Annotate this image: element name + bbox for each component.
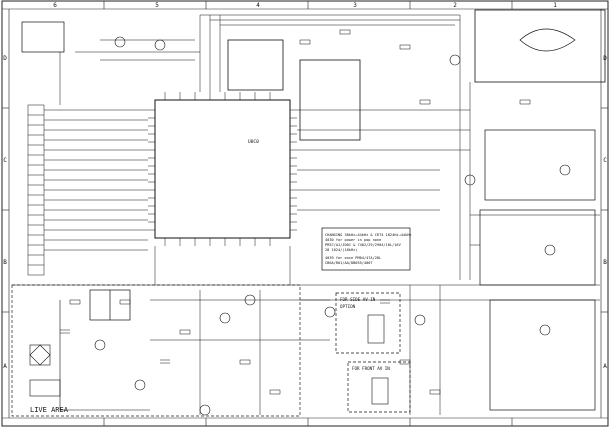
live-area-boundary bbox=[11, 284, 301, 417]
front-av-note: FOR FRONT AV IN bbox=[352, 366, 390, 371]
passive-components bbox=[60, 29, 531, 395]
column-label: 5 bbox=[155, 2, 159, 9]
column-label: 3 bbox=[353, 2, 357, 9]
left-connector bbox=[27, 104, 45, 276]
crt-socket-box bbox=[474, 9, 606, 83]
live-area-label: LIVE AREA bbox=[30, 406, 69, 414]
column-label: 1 bbox=[553, 2, 557, 9]
transistors bbox=[94, 36, 571, 416]
side-av-note-title: FOR SIDE AV IN bbox=[340, 297, 376, 302]
main-ic-label: U8C0 bbox=[248, 139, 259, 145]
lower-wiring bbox=[150, 214, 600, 415]
signal-buses bbox=[12, 14, 600, 286]
front-av-option: FOR FRONT AV IN bbox=[347, 361, 411, 413]
chassis-note-line: CHANGING 38kHz→44kHz & CRT4 1024Hz→44kHz bbox=[325, 233, 412, 237]
side-av-option: FOR SIDE AV IN OPTION bbox=[335, 292, 401, 354]
column-label: 2 bbox=[453, 2, 457, 9]
flyback-block bbox=[479, 209, 596, 286]
audio-amp-block bbox=[489, 299, 596, 411]
row-label-left: B bbox=[3, 259, 7, 266]
chassis-note-line: 4030 for power in pop none bbox=[325, 238, 381, 242]
row-label-right: B bbox=[603, 259, 607, 266]
main-ic: U8C0 bbox=[148, 92, 297, 246]
tuner-block bbox=[299, 59, 361, 141]
crt-neck bbox=[519, 28, 576, 52]
side-av-note-sub: OPTION bbox=[340, 304, 356, 309]
column-label: 6 bbox=[53, 2, 57, 9]
chassis-note: CHANGING 38kHz→44kHz & CRT4 1024Hz→44kHz… bbox=[321, 227, 412, 271]
column-label: 4 bbox=[256, 2, 260, 9]
row-label-left: A bbox=[3, 363, 7, 370]
deflection-block bbox=[484, 129, 596, 201]
chassis-note-line: 28 1024/(18kHz) bbox=[325, 248, 357, 252]
row-label-right: A bbox=[603, 363, 607, 370]
power-transformer bbox=[89, 289, 131, 321]
row-label-left: D bbox=[3, 55, 7, 62]
chassis-note-line: PM37/AJ/JD01 & 7402/29/2904/10L/16V bbox=[325, 243, 402, 247]
row-label-right: C bbox=[603, 157, 607, 164]
power-supply-parts bbox=[29, 300, 150, 411]
option-note-line: CB6A/R01/AA/DB055/4007 bbox=[325, 261, 373, 265]
top-left-connector bbox=[21, 21, 65, 53]
row-label-left: C bbox=[3, 157, 7, 164]
option-note-line: 4039 for once PM04/47A/28L bbox=[325, 256, 381, 260]
secondary-ic bbox=[227, 39, 284, 91]
